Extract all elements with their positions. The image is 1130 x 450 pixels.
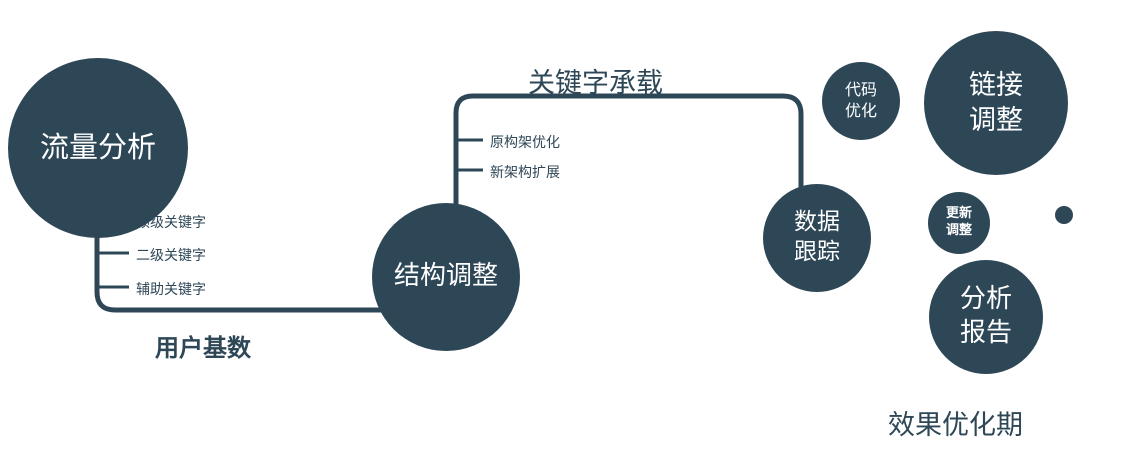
node-update-adjustment: 更新调整 xyxy=(928,192,990,254)
node-structure-adjustment: 结构调整 xyxy=(372,203,520,351)
node-traffic-analysis-label: 流量分析 xyxy=(39,130,156,165)
node-link-adjustment: 链接调整 xyxy=(924,31,1068,175)
branch-label-top-keywords: 顶级关键字 xyxy=(136,215,206,231)
branch-label-new-architecture: 新架构扩展 xyxy=(490,165,560,181)
node-code-optimization-label: 代码优化 xyxy=(845,80,878,120)
edge-label-user-base: 用户基数 xyxy=(155,334,251,362)
branch-label-secondary-keywords: 二级关键字 xyxy=(136,248,206,264)
edge-traffic-to-structure xyxy=(94,160,400,313)
branch-label-auxiliary-keywords: 辅助关键字 xyxy=(136,282,206,298)
caption-effect-optimization-period: 效果优化期 xyxy=(888,410,1023,441)
node-data-tracking-label: 数据跟踪 xyxy=(794,209,840,265)
node-analysis-report: 分析报告 xyxy=(929,260,1043,374)
node-update-adjustment-label: 更新调整 xyxy=(946,206,973,238)
edge-structure-to-tracking xyxy=(453,93,804,215)
branch-label-original-architecture: 原构架优化 xyxy=(490,135,560,151)
node-data-tracking: 数据跟踪 xyxy=(763,184,871,292)
node-structure-adjustment-label: 结构调整 xyxy=(393,261,498,292)
node-analysis-report-label: 分析报告 xyxy=(960,284,1013,348)
node-link-adjustment-label: 链接调整 xyxy=(969,69,1023,136)
node-traffic-analysis: 流量分析 xyxy=(8,58,188,238)
dot-node xyxy=(1055,206,1073,224)
node-code-optimization: 代码优化 xyxy=(822,62,900,140)
edge-label-keyword-carrying: 关键字承载 xyxy=(528,68,663,99)
